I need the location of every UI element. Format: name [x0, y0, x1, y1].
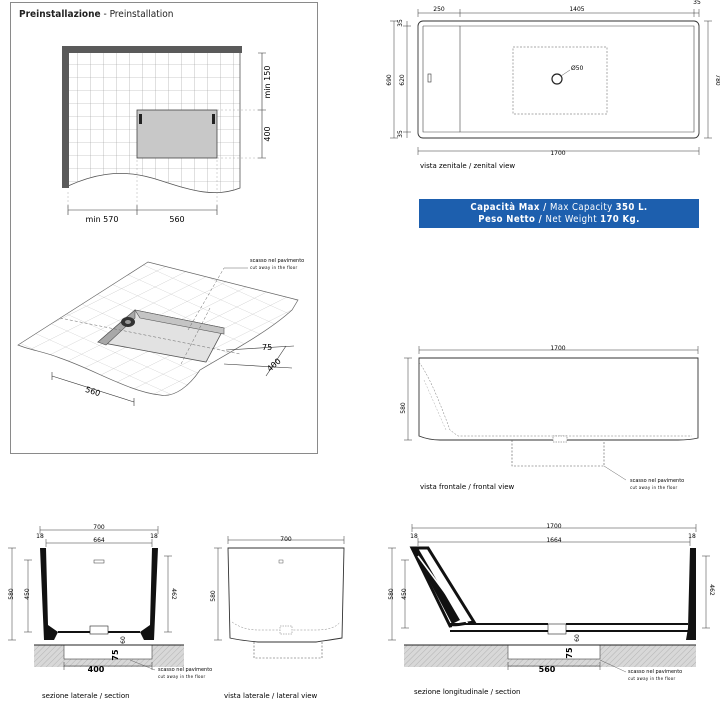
side-dim-18-left: 18: [36, 533, 44, 540]
dim-1405: 1405: [569, 6, 584, 13]
long-dim-75: 75: [565, 647, 574, 659]
dim-690: 690: [386, 74, 393, 86]
long-dim-18-left: 18: [410, 533, 418, 540]
longitudinal-section: 1700 1664 18 18 580 450 462 560 75 60: [388, 523, 715, 674]
side-dim-450: 450: [24, 588, 31, 600]
dim-drain: Ø50: [571, 65, 584, 72]
long-section-left-wall: [412, 548, 460, 624]
lateral-dim-700: 700: [280, 536, 292, 543]
dim-560-horizontal: 560: [169, 215, 184, 224]
weight-value: 170 Kg.: [600, 214, 640, 225]
front-view-recess: [511, 440, 605, 467]
wall-top: [62, 46, 242, 53]
side-dim-580: 580: [8, 588, 15, 600]
dim-min150: min 150: [263, 66, 272, 99]
weight-label-it: Peso Netto /: [478, 214, 546, 225]
long-section-note-en: cut away in the floor: [628, 676, 676, 681]
long-section-right-wall: [686, 548, 696, 640]
title-bold-text: Preinstallazione: [19, 9, 101, 20]
long-dim-60: 60: [574, 634, 581, 642]
capacity-line: Capacità Max / Max Capacity 350 L.: [419, 202, 699, 214]
capacity-value: 350 L.: [615, 202, 648, 213]
long-dim-1700: 1700: [546, 523, 561, 530]
dim-35-left-top: 35: [397, 19, 404, 27]
wall-left: [62, 46, 69, 188]
lateral-dim-580: 580: [210, 590, 217, 602]
dim-780: 780: [714, 74, 720, 86]
dim-250: 250: [433, 6, 445, 13]
front-note-it: scasso nel pavimento: [630, 478, 684, 484]
dim-min570: min 570: [86, 215, 119, 224]
weight-label-en: Net Weight: [545, 214, 601, 225]
side-section: 700 664 18 18 580 450 462 400 75 60: [8, 524, 184, 674]
side-dim-75: 75: [111, 649, 120, 661]
iso-dim-400: 400: [265, 357, 282, 374]
front-dim-580: 580: [400, 402, 407, 414]
iso-dim-560: 560: [84, 385, 101, 398]
preinstallation-title: Preinstallazione - Preinstallation: [19, 9, 174, 20]
long-dim-580: 580: [388, 588, 395, 600]
front-dim-1700: 1700: [550, 345, 565, 352]
dim-1700-top-view: 1700: [550, 150, 565, 157]
front-view: 1700 580: [400, 345, 699, 481]
dim-35-top: 35: [693, 0, 701, 6]
preinstall-plan: min 150 400 min 570 560: [62, 46, 272, 224]
preinstall-isometric: 560 75 400: [17, 261, 299, 406]
dim-620: 620: [399, 74, 406, 86]
top-view-drain: [551, 73, 563, 85]
lateral-view-outline: [227, 547, 345, 643]
drain-marker-left: [139, 114, 142, 124]
side-dim-462: 462: [170, 588, 177, 600]
floor-recess-plan: [136, 109, 218, 159]
lateral-view: 700 580: [210, 536, 345, 659]
front-note-en: cut away in the floor: [630, 485, 678, 490]
top-view: Ø50 250 1405 35 690 620 35 35 780 1700: [386, 0, 720, 157]
side-section-note-it: scasso nel pavimento: [158, 667, 212, 673]
iso-note-it: scasso nel pavimento: [250, 258, 304, 264]
iso-note-en: cut away in the floor: [250, 265, 298, 270]
weight-line: Peso Netto / Net Weight 170 Kg.: [419, 214, 699, 226]
front-view-caption: vista frontale / frontal view: [420, 483, 515, 491]
side-section-caption: sezione laterale / section: [42, 692, 130, 700]
dim-35-left-bottom: 35: [397, 130, 404, 138]
side-dim-400: 400: [88, 665, 105, 674]
lateral-view-caption: vista laterale / lateral view: [224, 692, 318, 700]
dim-400-vertical: 400: [263, 126, 272, 141]
long-section-note-it: scasso nel pavimento: [628, 669, 682, 675]
overflow-slot: [427, 73, 432, 83]
capacity-label-en: Max Capacity: [550, 202, 616, 213]
side-dim-664: 664: [93, 537, 105, 544]
front-view-outline: [418, 357, 699, 441]
side-dim-60: 60: [120, 636, 127, 644]
capacity-badge: Capacità Max / Max Capacity 350 L. Peso …: [419, 199, 699, 228]
long-dim-560: 560: [539, 665, 556, 674]
drain-marker-right: [212, 114, 215, 124]
preinstallation-panel: Preinstallazione - Preinstallation: [10, 2, 318, 454]
top-view-recess: [512, 46, 608, 115]
side-section-right-wall: [140, 548, 158, 640]
long-dim-462: 462: [708, 584, 715, 596]
long-dim-1664: 1664: [546, 537, 561, 544]
title-english-text: Preinstallation: [109, 9, 174, 20]
side-dim-18-right: 18: [150, 533, 158, 540]
long-dim-18-right: 18: [688, 533, 696, 540]
side-section-note-en: cut away in the floor: [158, 674, 206, 679]
side-dim-700: 700: [93, 524, 105, 531]
top-view-caption: vista zenitale / zenital view: [420, 162, 515, 170]
capacity-label-it: Capacità Max /: [470, 202, 550, 213]
long-dim-450: 450: [401, 588, 408, 600]
title-separator: -: [100, 9, 110, 20]
iso-dim-75: 75: [262, 343, 272, 352]
side-section-left-wall: [40, 548, 58, 640]
long-section-caption: sezione longitudinale / section: [414, 688, 520, 696]
